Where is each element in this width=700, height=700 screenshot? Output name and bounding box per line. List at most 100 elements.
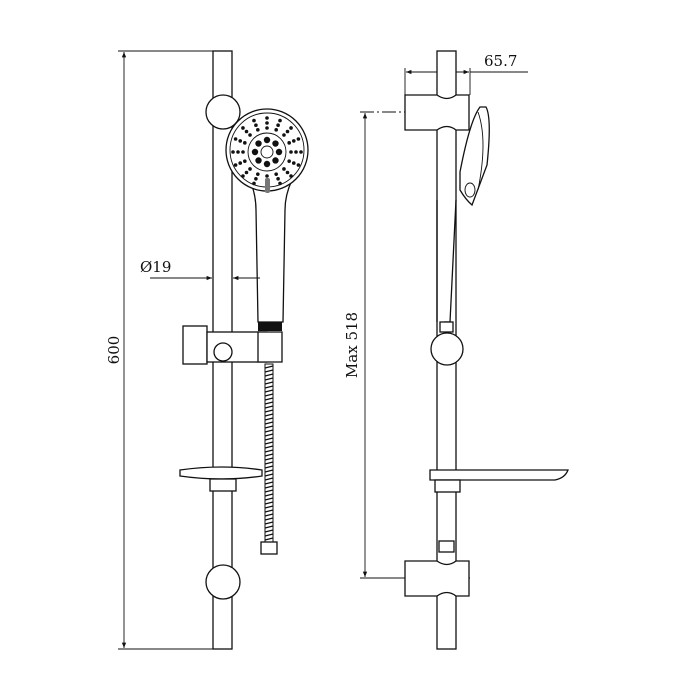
spray-jet	[287, 141, 291, 145]
hose-coil	[264, 489, 274, 493]
hose-coil	[264, 449, 274, 453]
hose-coil	[264, 481, 274, 485]
spray-jet	[241, 126, 245, 130]
handle-connector	[258, 322, 282, 331]
max-slide-dimension: Max 518	[343, 111, 470, 579]
spray-jet	[233, 137, 238, 141]
hand-shower-head	[225, 108, 309, 193]
hose-coil	[264, 457, 274, 461]
hose-coil	[264, 437, 274, 441]
hose-coil	[264, 405, 274, 409]
spray-jet	[241, 150, 245, 154]
hose-coil	[264, 473, 274, 477]
center-jet	[263, 160, 271, 168]
hose-coil	[264, 433, 274, 437]
spray-jet	[265, 121, 269, 125]
hose-coil	[264, 429, 274, 433]
hose-coil	[264, 417, 274, 421]
hose-coil	[264, 513, 274, 517]
bracket-depth-label: 65.7	[484, 52, 517, 70]
center-jet	[251, 148, 259, 156]
soap-dish	[179, 466, 263, 492]
spray-jet	[276, 176, 280, 181]
side-view: 65.7 Max 518	[343, 50, 569, 650]
spray-jet	[282, 167, 286, 171]
spray-jet	[241, 174, 245, 178]
spray-jet	[289, 174, 293, 178]
hose-coil	[264, 397, 274, 401]
hose-coil	[264, 533, 274, 537]
spray-jet	[248, 167, 252, 171]
hose-coil	[264, 445, 274, 449]
hose-coil	[264, 441, 274, 445]
hose-coil	[264, 413, 274, 417]
bottom-wall-bracket	[205, 564, 241, 600]
spray-jet	[265, 174, 269, 178]
hose-coil	[264, 421, 274, 425]
hose-coil	[264, 389, 274, 393]
spray-jet	[289, 126, 293, 130]
spray-jet	[296, 137, 301, 141]
slider-holder	[182, 325, 283, 365]
spray-jet	[248, 133, 252, 137]
center-jet	[263, 136, 271, 144]
spray-jet	[231, 150, 235, 154]
hose-coil	[264, 377, 274, 381]
hose-coil	[264, 393, 274, 397]
spray-jet	[274, 172, 278, 176]
spray-jet	[278, 118, 282, 123]
spray-jet	[243, 141, 247, 145]
spray-jet	[254, 123, 258, 128]
spray-jet	[252, 118, 256, 123]
shower-hose	[260, 363, 278, 555]
height-dimension-label: 600	[105, 336, 123, 365]
hose-coil	[264, 517, 274, 521]
hose-coil	[264, 461, 274, 465]
center-jet	[255, 140, 262, 147]
center-jet	[272, 157, 279, 164]
spray-jet	[238, 139, 243, 143]
hose-coil	[264, 453, 274, 457]
side-slider-holder	[430, 321, 464, 366]
front-view: 600 Ø19	[105, 50, 309, 650]
hose-coil	[264, 369, 274, 373]
hose-coil	[264, 485, 274, 489]
side-clip	[438, 540, 455, 553]
hose-coil	[264, 529, 274, 533]
spray-jet	[265, 126, 269, 130]
hose-coil	[264, 385, 274, 389]
spray-jet	[244, 129, 249, 134]
spray-jet	[291, 139, 296, 143]
spray-jet	[238, 161, 243, 165]
rail-diameter-label: Ø19	[140, 258, 171, 276]
spray-jet	[289, 150, 293, 154]
spray-jet	[256, 128, 260, 132]
hand-shower-handle	[249, 179, 294, 323]
hose-coil	[264, 501, 274, 505]
spray-jet	[256, 172, 260, 176]
spray-jet	[276, 123, 280, 128]
max-slide-label: Max 518	[343, 312, 361, 378]
spray-jet	[233, 163, 238, 167]
spray-jet	[254, 176, 258, 181]
bracket-depth-dimension: 65.7	[404, 52, 528, 95]
spray-jet	[252, 181, 256, 186]
hose-coil	[264, 493, 274, 497]
hose-coil	[264, 401, 274, 405]
spray-jet	[278, 181, 282, 186]
hose-coil	[264, 537, 274, 541]
top-wall-bracket	[205, 94, 241, 130]
center-jet	[272, 140, 279, 147]
spray-jet	[244, 170, 249, 175]
spray-jet	[299, 150, 303, 154]
spray-jet	[285, 170, 290, 175]
hose-coil	[264, 505, 274, 509]
hose-coil	[264, 497, 274, 501]
hose-coil	[264, 465, 274, 469]
spray-jet	[236, 150, 240, 154]
hose-coil	[264, 521, 274, 525]
spray-jet	[291, 161, 296, 165]
hose-coil	[264, 365, 274, 369]
hose-coil	[264, 509, 274, 513]
